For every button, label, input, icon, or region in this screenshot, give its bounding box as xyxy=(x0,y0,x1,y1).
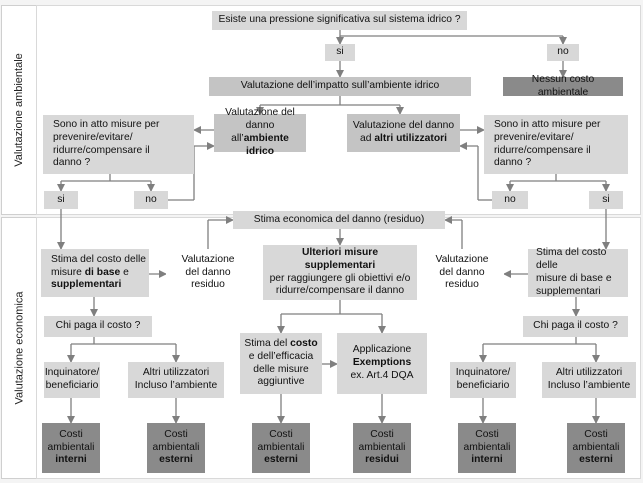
answer-yes-left: si xyxy=(44,191,78,209)
section-label-environmental: Valutazione ambientale xyxy=(1,5,37,215)
answer-no-right: no xyxy=(492,191,528,209)
answer-yes-top: si xyxy=(325,44,355,61)
polluter-right: Inquinatore/beneficiario xyxy=(450,362,516,398)
damage-water-environment: Valutazione del danno all’ambiente idric… xyxy=(214,107,306,157)
damage-other-users: Valutazione del danno ad altri utilizzat… xyxy=(347,114,460,152)
question-pressure: Esiste una pressione significativa sul s… xyxy=(212,11,467,30)
cost-estimate-left: Stima del costo delle misure di base e s… xyxy=(41,249,149,297)
answer-no-top: no xyxy=(547,44,579,61)
answer-yes-right: si xyxy=(589,191,623,209)
who-pays-left: Chi paga il costo ? xyxy=(44,316,152,337)
polluter-left: Inquinatore/beneficiario xyxy=(44,362,100,398)
impact-evaluation: Valutazione dell’impatto sull’ambiente i… xyxy=(209,77,471,96)
who-pays-right: Chi paga il costo ? xyxy=(523,316,628,337)
economic-damage-estimate: Stima economica del danno (residuo) xyxy=(233,211,445,229)
no-environmental-cost: Nessun costo ambientale xyxy=(503,74,623,98)
answer-no-left: no xyxy=(134,191,168,209)
section-label-economic: Valutazione economica xyxy=(1,217,37,479)
